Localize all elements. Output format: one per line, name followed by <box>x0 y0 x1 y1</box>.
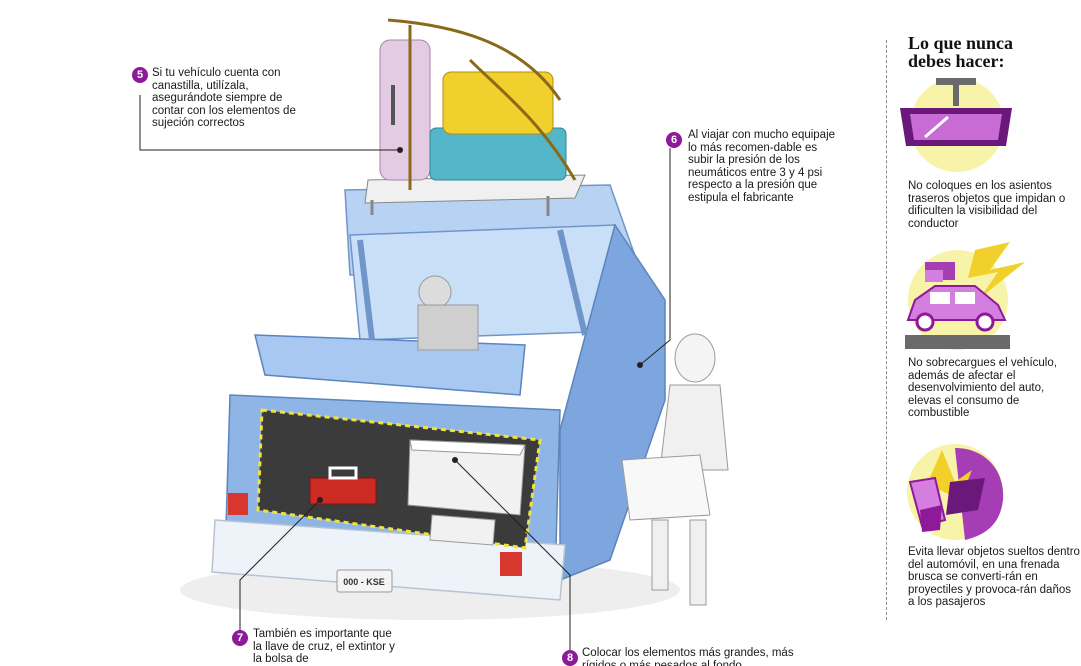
plate-text: 000 - KSE <box>343 577 385 587</box>
callout-7-text: También es importante que la llave de cr… <box>253 628 395 665</box>
sidebar-item-text-1: No coloques en los asientos traseros obj… <box>908 180 1066 230</box>
sidebar-title-line1: Lo que nunca <box>908 33 1014 53</box>
sidebar-item-text-3: Evita llevar objetos sueltos dentro del … <box>908 546 1080 608</box>
callout-8-text: Colocar los elementos más grandes, más r… <box>582 647 794 666</box>
callout-5-badge: 5 <box>132 67 148 83</box>
trunk <box>256 408 542 550</box>
callout-6-badge: 6 <box>666 132 682 148</box>
sidebar-title-line2: debes hacer: <box>908 51 1005 71</box>
roof-rack <box>364 18 586 216</box>
loose-objects-icon <box>907 444 1004 540</box>
rearview-mirror-icon <box>900 78 1012 172</box>
leader-lines <box>139 95 671 652</box>
license-plate: 000 - KSE <box>336 569 393 593</box>
sidebar-divider <box>886 40 887 620</box>
callout-5-text: Si tu vehículo cuenta con canastilla, ut… <box>152 67 296 129</box>
sidebar-title: Lo que nunca debes hacer: <box>908 34 1013 70</box>
sidebar-item-text-2: No sobrecargues el vehículo, además de a… <box>908 357 1057 419</box>
callout-8-badge: 8 <box>562 650 578 666</box>
overloaded-car-icon <box>905 242 1025 350</box>
callout-6-text: Al viajar con mucho equipaje lo más reco… <box>688 129 836 204</box>
mannequin-figure <box>621 333 729 606</box>
callout-7-badge: 7 <box>232 630 248 646</box>
